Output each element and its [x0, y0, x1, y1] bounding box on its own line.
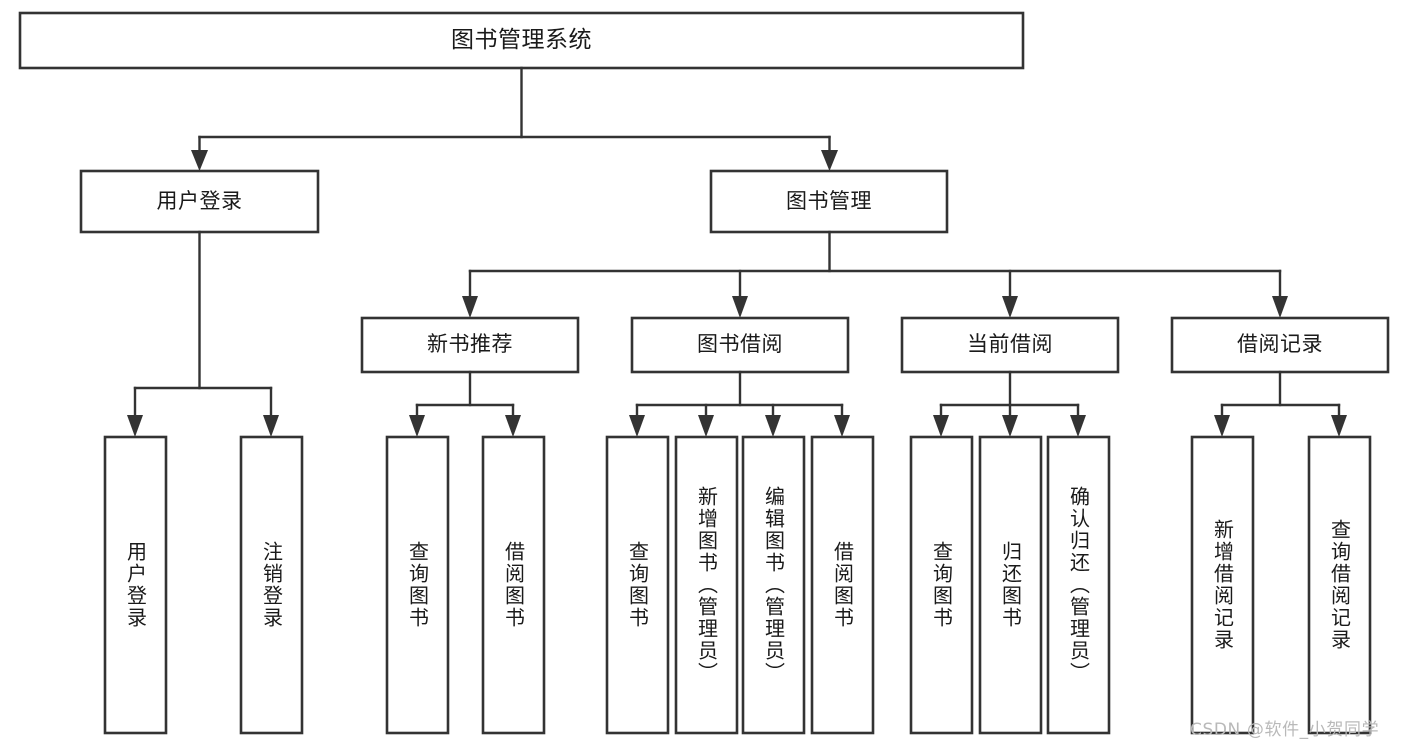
connector-root-to-level2: [191, 66, 838, 171]
arrow-head-icon: [933, 415, 949, 437]
arrow-head-icon: [1002, 296, 1018, 318]
connector-new-book-recommend-to-leaves: [409, 370, 521, 437]
arrow-head-icon: [1331, 415, 1347, 437]
arrow-head-icon: [732, 296, 748, 318]
leaf-box-borrow-book[interactable]: [810, 435, 875, 735]
leaf-box-logout[interactable]: [239, 435, 304, 735]
arrow-head-icon: [765, 415, 781, 437]
node-box-book-management[interactable]: [709, 169, 949, 234]
arrow-head-icon: [834, 415, 850, 437]
leaf-box-query-book-rec[interactable]: [385, 435, 450, 735]
node-box-borrow-record[interactable]: [1170, 316, 1390, 374]
arrow-head-icon: [1002, 415, 1018, 437]
arrow-head-icon: [698, 415, 714, 437]
arrow-head-icon: [409, 415, 425, 437]
arrow-head-icon: [1070, 415, 1086, 437]
csdn-watermark: CSDN @软件_小贺同学: [1190, 720, 1380, 740]
node-box-root[interactable]: [18, 11, 1025, 70]
arrow-head-icon: [462, 296, 478, 318]
arrow-head-icon: [263, 415, 279, 437]
leaf-box-query-book-borrow[interactable]: [605, 435, 670, 735]
leaf-box-borrow-book-rec[interactable]: [481, 435, 546, 735]
arrow-head-icon: [821, 150, 838, 171]
leaf-box-add-borrow-record[interactable]: [1190, 435, 1255, 735]
connector-book-borrow-to-leaves: [629, 370, 850, 437]
arrow-head-icon: [629, 415, 645, 437]
arrow-head-icon: [505, 415, 521, 437]
connector-book-management-to-level3: [462, 230, 1288, 318]
leaf-box-edit-book-admin[interactable]: [741, 435, 806, 735]
leaf-box-add-book-admin[interactable]: [674, 435, 739, 735]
connector-user-login-to-leaves: [127, 230, 279, 437]
node-box-new-book-recommend[interactable]: [360, 316, 580, 374]
node-box-current-borrow[interactable]: [900, 316, 1120, 374]
leaf-box-confirm-return-admin[interactable]: [1046, 435, 1111, 735]
arrow-head-icon: [127, 415, 143, 437]
leaf-box-query-borrow-record[interactable]: [1307, 435, 1372, 735]
leaf-box-user-login[interactable]: [103, 435, 168, 735]
arrow-head-icon: [191, 150, 208, 171]
node-box-book-borrow[interactable]: [630, 316, 850, 374]
connector-borrow-record-to-leaves: [1214, 370, 1347, 437]
leaf-box-return-book[interactable]: [978, 435, 1043, 735]
node-box-user-login[interactable]: [79, 169, 320, 234]
connector-current-borrow-to-leaves: [933, 370, 1086, 437]
arrow-head-icon: [1214, 415, 1230, 437]
arrow-head-icon: [1272, 296, 1288, 318]
leaf-box-query-book-current[interactable]: [909, 435, 974, 735]
